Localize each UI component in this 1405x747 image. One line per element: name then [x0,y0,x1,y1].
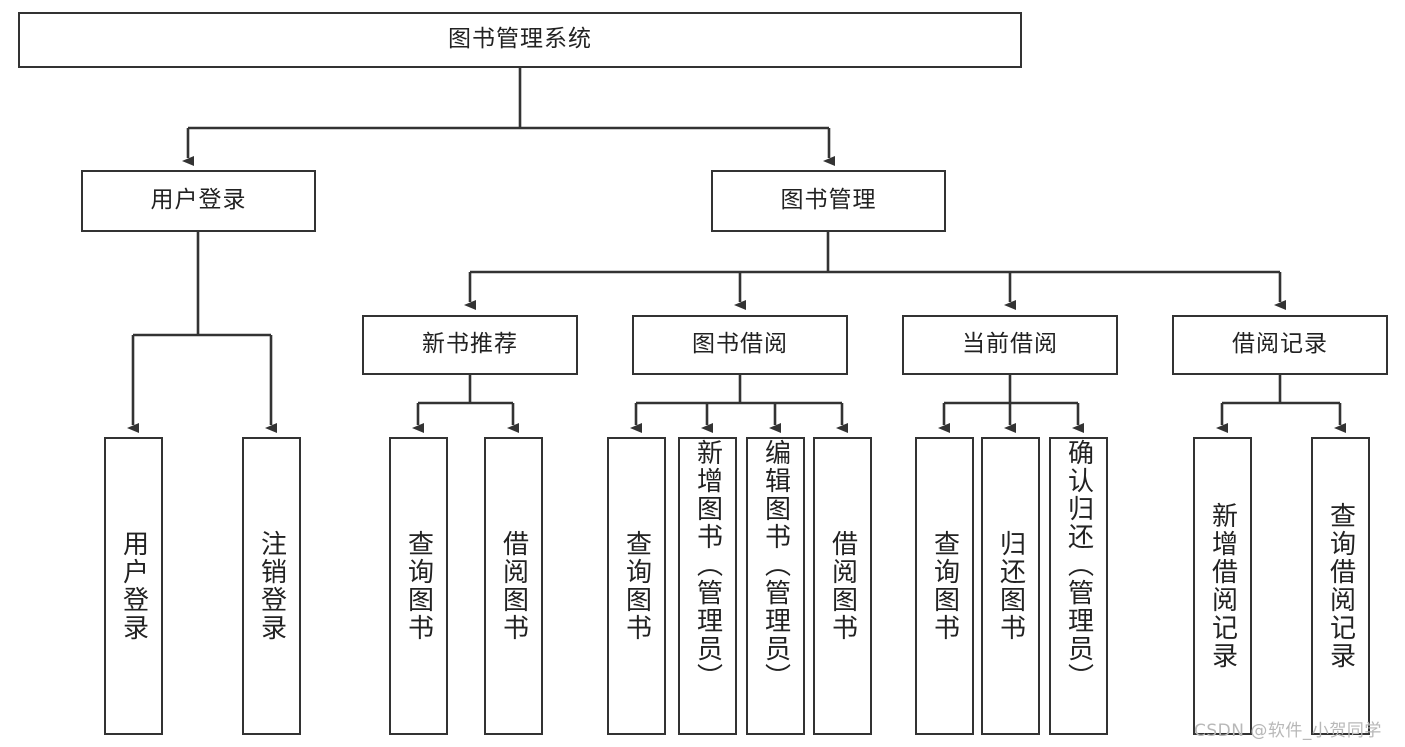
connector-bookmgmt-to-level3 [464,232,1286,310]
leaf-borrow-record-add-record[interactable]: 新增借阅记录 [1193,437,1252,735]
node-label: 查询图书 [621,530,652,642]
leaf-borrow-record-query-record[interactable]: 查询借阅记录 [1311,437,1370,735]
connector-bookborrow-to-leaves [630,375,848,433]
leaf-user-login-logout[interactable]: 注销登录 [242,437,301,735]
leaf-book-borrow-add-book-admin[interactable]: 新增图书（管理员） [678,437,737,735]
node-new-book-recommend[interactable]: 新书推荐 [362,315,578,375]
node-label: 用户登录 [118,530,149,642]
node-user-login[interactable]: 用户登录 [81,170,316,232]
node-label: 借阅记录 [1232,331,1328,358]
leaf-new-book-borrow-book[interactable]: 借阅图书 [484,437,543,735]
connector-root-to-level2 [182,68,835,166]
leaf-new-book-query-book[interactable]: 查询图书 [389,437,448,735]
node-borrow-record[interactable]: 借阅记录 [1172,315,1388,375]
connector-userlogin-to-leaves [127,232,277,433]
connector-borrowrecord-to-leaves [1216,375,1346,433]
node-label: 图书借阅 [692,331,788,358]
leaf-user-login-login[interactable]: 用户登录 [104,437,163,735]
node-label: 新书推荐 [422,331,518,358]
node-root-book-management-system[interactable]: 图书管理系统 [18,12,1022,68]
node-current-borrow[interactable]: 当前借阅 [902,315,1118,375]
leaf-book-borrow-query-book[interactable]: 查询图书 [607,437,666,735]
node-label: 图书管理系统 [448,26,592,53]
leaf-book-borrow-borrow-book[interactable]: 借阅图书 [813,437,872,735]
node-label: 查询图书 [403,530,434,642]
watermark-csdn: CSDN @软件_小贺同学 [1194,721,1382,741]
node-label: 查询图书 [929,530,960,642]
node-label: 借阅图书 [827,530,858,642]
node-label: 当前借阅 [962,331,1058,358]
node-label: 注销登录 [256,530,287,642]
node-label: 编辑图书（管理员） [760,439,791,691]
node-label: 图书管理 [780,187,877,214]
node-book-borrow[interactable]: 图书借阅 [632,315,848,375]
node-label: 新增图书（管理员） [692,439,723,691]
connector-currentborrow-to-leaves [938,375,1084,433]
node-book-management[interactable]: 图书管理 [711,170,946,232]
node-label: 借阅图书 [498,530,529,642]
leaf-current-borrow-confirm-return-admin[interactable]: 确认归还（管理员） [1049,437,1108,735]
leaf-current-borrow-query-book[interactable]: 查询图书 [915,437,974,735]
leaf-book-borrow-edit-book-admin[interactable]: 编辑图书（管理员） [746,437,805,735]
node-label: 确认归还（管理员） [1063,439,1094,691]
leaf-current-borrow-return-book[interactable]: 归还图书 [981,437,1040,735]
node-label: 用户登录 [150,187,247,214]
node-label: 归还图书 [995,530,1026,642]
connector-newbook-to-leaves [412,375,519,433]
node-label: 查询借阅记录 [1325,502,1356,670]
node-label: 新增借阅记录 [1207,502,1238,670]
